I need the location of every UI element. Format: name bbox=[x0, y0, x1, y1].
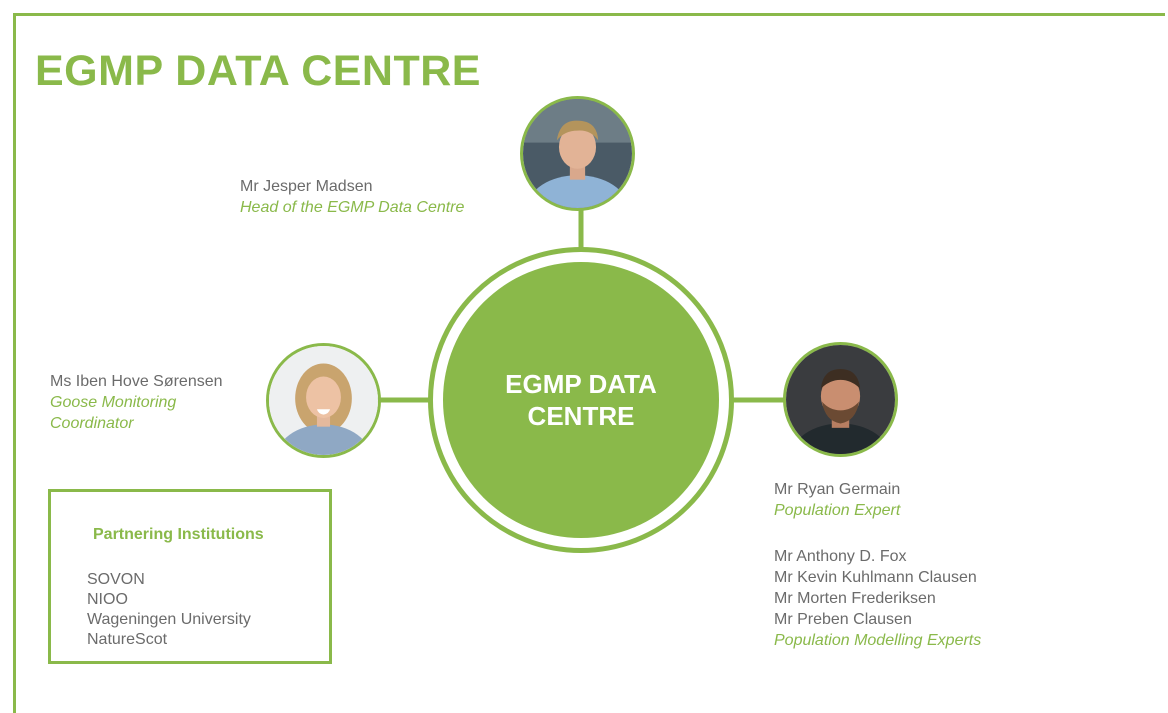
partner-item: Wageningen University bbox=[87, 611, 251, 628]
avatar-right bbox=[783, 342, 898, 457]
person-right: Mr Ryan Germain Population Expert bbox=[774, 479, 900, 521]
partners-box: Partnering Institutions SOVON NIOO Wagen… bbox=[48, 489, 332, 664]
person-left-name: Ms Iben Hove Sørensen bbox=[50, 373, 223, 390]
modelling-name-4: Mr Preben Clausen bbox=[774, 611, 912, 628]
hub-label-line1: EGMP DATA bbox=[505, 368, 657, 399]
page-frame bbox=[13, 13, 1165, 713]
partner-item: SOVON bbox=[87, 571, 145, 588]
modelling-name-1: Mr Anthony D. Fox bbox=[774, 548, 907, 565]
person-right-role: Population Expert bbox=[774, 502, 901, 519]
portrait-man-beard-icon bbox=[786, 345, 895, 454]
avatar-left bbox=[266, 343, 381, 458]
person-left-role-line1: Goose Monitoring bbox=[50, 394, 177, 411]
person-right-name: Mr Ryan Germain bbox=[774, 481, 901, 498]
partners-list: SOVON NIOO Wageningen University NatureS… bbox=[87, 570, 251, 650]
modelling-experts: Mr Anthony D. Fox Mr Kevin Kuhlmann Clau… bbox=[774, 546, 981, 651]
portrait-man-blond-icon bbox=[523, 99, 632, 208]
avatar-top bbox=[520, 96, 635, 211]
partner-item: NatureScot bbox=[87, 631, 168, 648]
person-top: Mr Jesper Madsen Head of the EGMP Data C… bbox=[240, 176, 464, 218]
person-top-name: Mr Jesper Madsen bbox=[240, 178, 373, 195]
person-left-role-line2: Coordinator bbox=[50, 415, 134, 432]
page-title: EGMP DATA CENTRE bbox=[35, 47, 481, 95]
modelling-name-3: Mr Morten Frederiksen bbox=[774, 590, 936, 607]
partner-item: NIOO bbox=[87, 591, 128, 608]
partners-heading: Partnering Institutions bbox=[93, 526, 264, 543]
modelling-role: Population Modelling Experts bbox=[774, 632, 982, 649]
person-top-role: Head of the EGMP Data Centre bbox=[240, 199, 465, 216]
portrait-woman-blonde-icon bbox=[269, 346, 378, 455]
hub-label-line2: CENTRE bbox=[527, 401, 635, 431]
modelling-name-2: Mr Kevin Kuhlmann Clausen bbox=[774, 569, 977, 586]
person-left: Ms Iben Hove Sørensen Goose Monitoring C… bbox=[50, 371, 223, 434]
hub-circle: EGMP DATA CENTRE bbox=[443, 262, 719, 538]
